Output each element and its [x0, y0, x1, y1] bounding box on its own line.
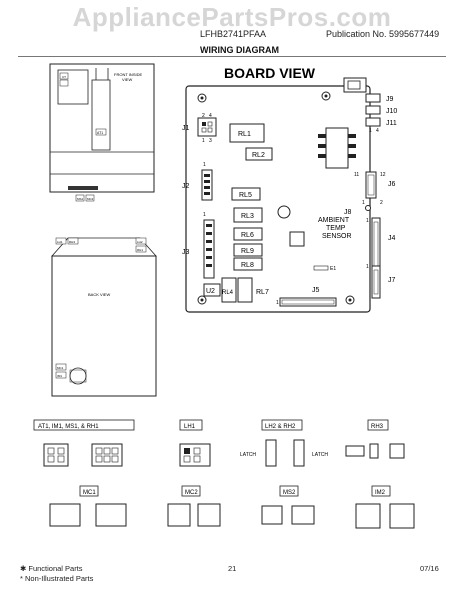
label-rl5: RL5	[239, 192, 252, 199]
label-j10: J10	[386, 108, 397, 115]
sensor-label-2: TEMP	[326, 225, 346, 232]
pin-j2-1: 1	[203, 162, 206, 168]
pin-j1-1: 1	[202, 138, 205, 144]
header-rule	[18, 56, 446, 57]
pin-j11-4: 4	[376, 128, 379, 134]
sensor-label-1: AMBIENT	[318, 217, 350, 224]
pin-j1-3: 3	[209, 138, 212, 144]
tag-lh1: LH1	[57, 240, 63, 244]
tag-rh1: RH1	[137, 248, 143, 252]
label-j8: J8	[344, 209, 352, 216]
front-view-label-2: VIEW	[122, 77, 132, 82]
tag-im1: IM1	[57, 374, 62, 378]
label-rl6: RL6	[241, 232, 254, 239]
pin-j5-1: 1	[276, 300, 279, 306]
label-j2: J2	[182, 183, 190, 190]
pin-j1-4: 4	[209, 113, 212, 119]
footer-non-illustrated: * Non-Illustrated Parts	[20, 574, 94, 583]
label-u2: U2	[206, 288, 215, 295]
board-title: BOARD VIEW	[224, 65, 316, 81]
label-j7: J7	[388, 277, 396, 284]
label-j4: J4	[388, 235, 396, 242]
pin-j11-1: 1	[369, 128, 372, 134]
label-j5: J5	[312, 287, 320, 294]
pin-j6-11: 11	[354, 172, 359, 178]
tag-at1: AT1	[97, 131, 103, 135]
label-j11: J11	[386, 120, 397, 127]
tag-ms1: MS1	[77, 197, 84, 201]
connector-legend: AT1, IM1, MS1, & RH1 LH1 LH2 & RH2 LATCH…	[33, 419, 415, 529]
fridge-back-view: BACK VIEW LH1 RH3 LH2 RH1 MC1 IM1	[51, 237, 157, 397]
pin-j3-1: 1	[203, 212, 206, 218]
tag-lh2: LH2	[137, 240, 143, 244]
fridge-front-view: FRONT INSIDE VIEW CT AT1 MS1 MC2	[49, 63, 155, 202]
label-rl4: RL4	[222, 290, 234, 296]
publication-number: Publication No. 5995677449	[326, 29, 440, 39]
section-title: WIRING DIAGRAM	[200, 45, 279, 55]
legend-latch-right: LATCH	[312, 452, 328, 458]
label-j9: J9	[386, 96, 394, 103]
pin-j6-1: 1	[362, 200, 365, 206]
label-j6: J6	[388, 181, 396, 188]
back-view-label: BACK VIEW	[88, 292, 110, 297]
label-rl2: RL2	[252, 152, 265, 159]
label-j1: J1	[182, 125, 190, 132]
legend-rh3: RH3	[371, 424, 384, 430]
label-rl7: RL7	[256, 289, 269, 296]
board-view: BOARD VIEW J9 J10 J11 1 4 J1 2 4 1 3 RL1…	[182, 65, 397, 313]
legend-mc1: MC1	[83, 490, 96, 496]
legend-latch-left: LATCH	[240, 452, 256, 458]
tag-rh3: RH3	[69, 240, 75, 244]
front-view-label-1: FRONT INSIDE	[114, 72, 142, 77]
label-e1: E1	[330, 266, 336, 272]
tag-mc2: MC2	[87, 197, 94, 201]
pin-j1-2: 2	[202, 113, 205, 119]
label-j3: J3	[182, 249, 190, 256]
label-rl8: RL8	[241, 262, 254, 269]
label-rl9: RL9	[241, 248, 254, 255]
legend-ms2: MS2	[283, 490, 296, 496]
legend-at-group: AT1, IM1, MS1, & RH1	[38, 424, 99, 430]
watermark: AppliancePartsPros.com	[72, 2, 392, 32]
pin-j7-1: 1	[366, 264, 369, 270]
label-rl3: RL3	[241, 213, 254, 220]
legend-lh1: LH1	[184, 424, 196, 430]
page-number: 21	[228, 564, 237, 573]
sensor-label-3: SENSOR	[322, 233, 352, 240]
model-number: LFHB2741PFAA	[200, 29, 267, 39]
legend-lh2-rh2: LH2 & RH2	[265, 424, 296, 430]
legend-mc2: MC2	[185, 490, 198, 496]
pin-j6-12: 12	[380, 172, 386, 178]
pin-j6-2: 2	[380, 200, 383, 206]
legend-im2: IM2	[375, 490, 386, 496]
label-rl1: RL1	[238, 131, 251, 138]
tag-mc1: MC1	[57, 366, 64, 370]
footer-functional: ✱ Functional Parts	[20, 564, 83, 573]
tag-ct: CT	[62, 75, 66, 79]
pin-j4-1: 1	[366, 218, 369, 224]
footer-date: 07/16	[420, 564, 439, 573]
